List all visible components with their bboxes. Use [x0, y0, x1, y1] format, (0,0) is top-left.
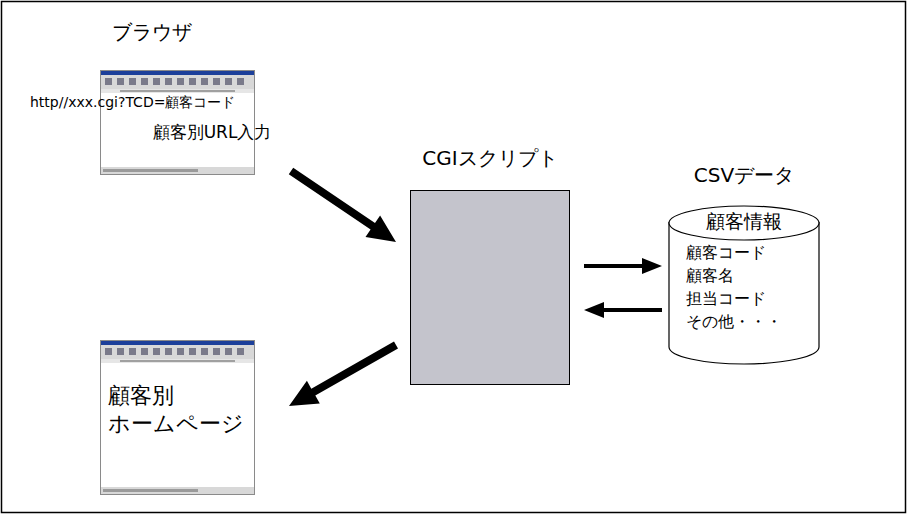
script-box — [410, 190, 570, 385]
browser-output: 顧客別 ホームページ — [100, 340, 255, 495]
flow-arrow — [584, 258, 662, 274]
field-name: 担当コード — [686, 289, 766, 308]
flow-arrow — [289, 342, 398, 407]
homepage-caption: 顧客別 ホームページ — [108, 382, 244, 437]
csv-data-cylinder: CSVデータ顧客情報顧客コード顧客名担当コードその他・・・ — [668, 205, 820, 365]
flow-arrow — [289, 168, 396, 242]
browser-heading: ブラウザ — [112, 20, 192, 44]
flow-arrow — [584, 302, 662, 318]
csv-heading: CSVデータ — [694, 163, 794, 187]
field-name: その他・・・ — [686, 312, 782, 331]
field-name: 顧客名 — [686, 266, 734, 285]
browser-input: ブラウザhttp//xxx.cgi?TCD=顧客コード顧客別URL入力 — [100, 70, 255, 175]
table-name: 顧客情報 — [706, 210, 782, 233]
input-caption: 顧客別URL入力 — [153, 122, 272, 142]
field-name: 顧客コード — [686, 243, 766, 262]
url-text: http//xxx.cgi?TCD=顧客コード — [30, 94, 235, 111]
cgi-script-box: CGIスクリプト — [410, 190, 570, 385]
cgi-heading: CGIスクリプト — [422, 146, 557, 170]
